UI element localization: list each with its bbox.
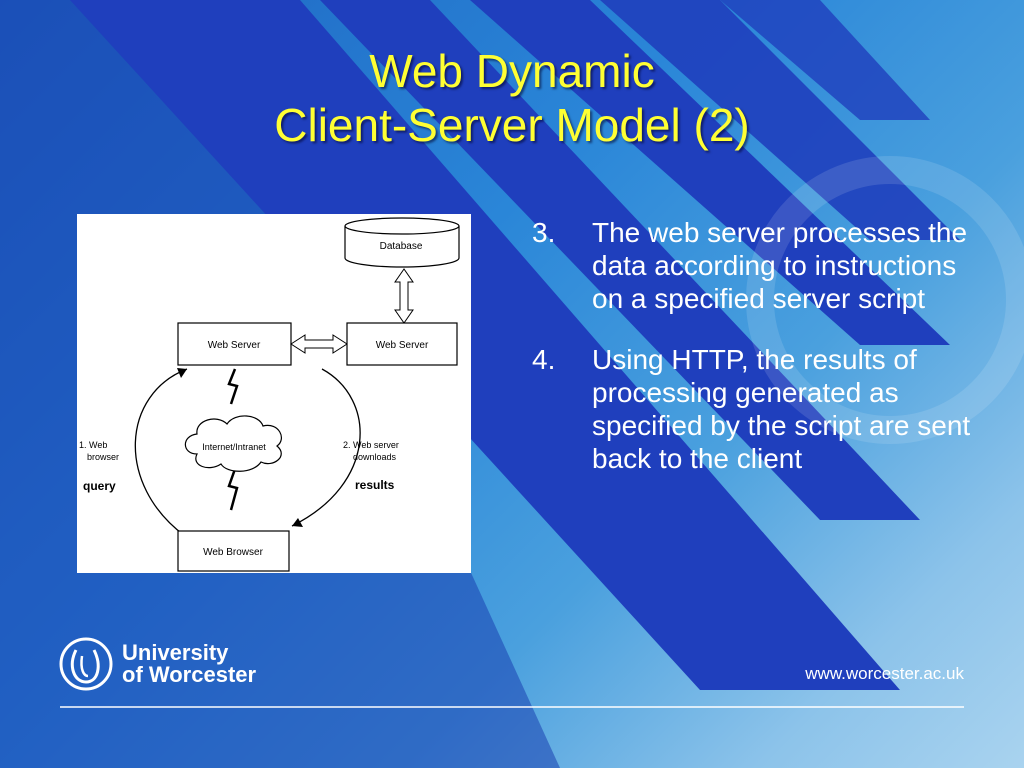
step1-action: query — [83, 479, 116, 493]
db-server-arrow — [394, 268, 414, 324]
bullet-text: Using HTTP, the results of processing ge… — [592, 344, 971, 474]
web-server-left-label: Web Server — [208, 340, 261, 351]
footer-divider — [60, 706, 964, 708]
results-arrow — [291, 368, 361, 527]
server-server-arrow — [290, 334, 348, 354]
lightning-top — [227, 368, 239, 405]
web-server-right-label: Web Server — [376, 340, 429, 351]
stripe-4 — [600, 0, 960, 240]
website-url: www.worcester.ac.uk — [805, 664, 964, 683]
lightning-bottom — [227, 468, 239, 511]
university-logo: University of Worcester — [58, 632, 256, 696]
logo-line-1: University — [122, 640, 229, 665]
bullet-text: The web server processes the data accord… — [592, 217, 968, 314]
step2-line1: 2. Web server — [343, 440, 399, 450]
logo-text: University of Worcester — [122, 642, 256, 686]
web-server-right-box: Web Server — [346, 322, 458, 366]
bullet-item: 4. Using HTTP, the results of processing… — [532, 343, 972, 475]
stripe-5 — [720, 0, 930, 120]
web-browser-label: Web Browser — [203, 547, 264, 558]
step2-line2: downloads — [353, 452, 397, 462]
diagram-svg: Database Web Server Web Server — [79, 217, 460, 572]
step1-line1: 1. Web — [79, 440, 107, 450]
database-cylinder: Database — [344, 217, 460, 268]
internet-cloud: Internet/Intranet — [184, 415, 282, 472]
internet-label: Internet/Intranet — [202, 442, 266, 452]
web-server-left-box: Web Server — [177, 322, 292, 366]
bullet-list: 3. The web server processes the data acc… — [532, 216, 972, 503]
title-line-2: Client-Server Model (2) — [274, 99, 750, 151]
step2-action: results — [355, 478, 395, 492]
stripe-1 — [70, 0, 900, 690]
database-label: Database — [380, 241, 423, 252]
web-browser-box: Web Browser — [177, 530, 290, 572]
bullet-number: 3. — [532, 217, 556, 248]
title-line-1: Web Dynamic — [369, 45, 655, 97]
step1-line2: browser — [87, 452, 119, 462]
stripe-3 — [470, 0, 950, 345]
query-arrow — [134, 368, 188, 537]
logo-line-2: of Worcester — [122, 662, 257, 687]
slide-title: Web Dynamic Client-Server Model (2) — [0, 44, 1024, 152]
bg-swirl — [746, 156, 1024, 444]
bullet-item: 3. The web server processes the data acc… — [532, 216, 972, 315]
bullet-number: 4. — [532, 344, 556, 375]
stripe-2 — [320, 0, 920, 520]
client-server-diagram: Database Web Server Web Server — [77, 214, 471, 573]
university-emblem-icon — [59, 637, 113, 691]
